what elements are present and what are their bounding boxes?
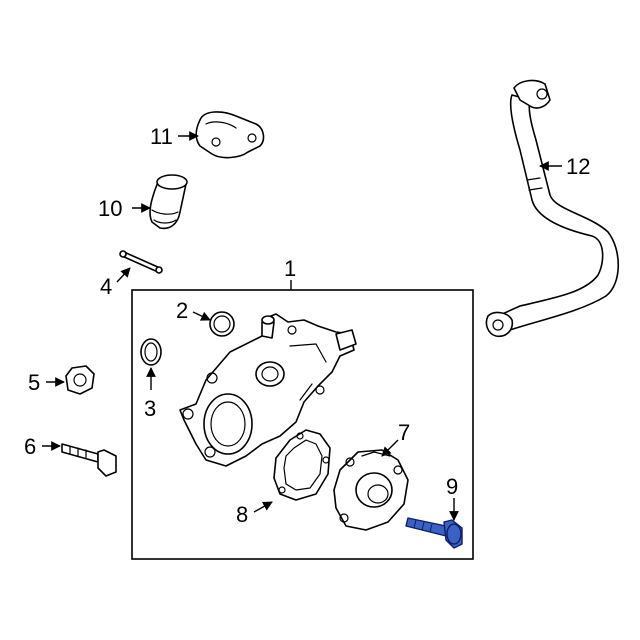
callout-1: 1: [284, 256, 296, 281]
assembly-frame: [131, 289, 474, 560]
leader-7: [381, 439, 399, 457]
callout-4: 4: [100, 274, 112, 299]
part-4-pin[interactable]: [119, 250, 163, 274]
part-9-bolt-highlighted[interactable]: [405, 517, 463, 549]
part-5-nut[interactable]: [65, 365, 95, 395]
part-3-o-ring[interactable]: [140, 338, 162, 366]
leader-4: [116, 267, 131, 283]
part-12-hose[interactable]: [485, 79, 619, 338]
part-11-thermostat-housing[interactable]: [195, 111, 265, 159]
callout-8: 8: [236, 502, 248, 527]
callout-9: 9: [446, 474, 458, 499]
leader-2: [192, 311, 211, 321]
callout-10: 10: [98, 196, 122, 221]
part-7-water-pump[interactable]: [333, 449, 409, 531]
part-6-bolt[interactable]: [61, 443, 117, 477]
callout-7: 7: [398, 420, 410, 445]
part-10-thermostat[interactable]: [149, 174, 188, 230]
callout-11: 11: [150, 124, 173, 149]
callout-5: 5: [28, 370, 40, 395]
part-1-housing-assembly[interactable]: [179, 313, 357, 467]
callout-12: 12: [566, 154, 590, 179]
part-8-gasket[interactable]: [273, 429, 331, 501]
callout-3: 3: [144, 396, 156, 421]
leader-8: [253, 501, 273, 513]
callout-6: 6: [24, 434, 36, 459]
callout-2: 2: [176, 298, 188, 323]
